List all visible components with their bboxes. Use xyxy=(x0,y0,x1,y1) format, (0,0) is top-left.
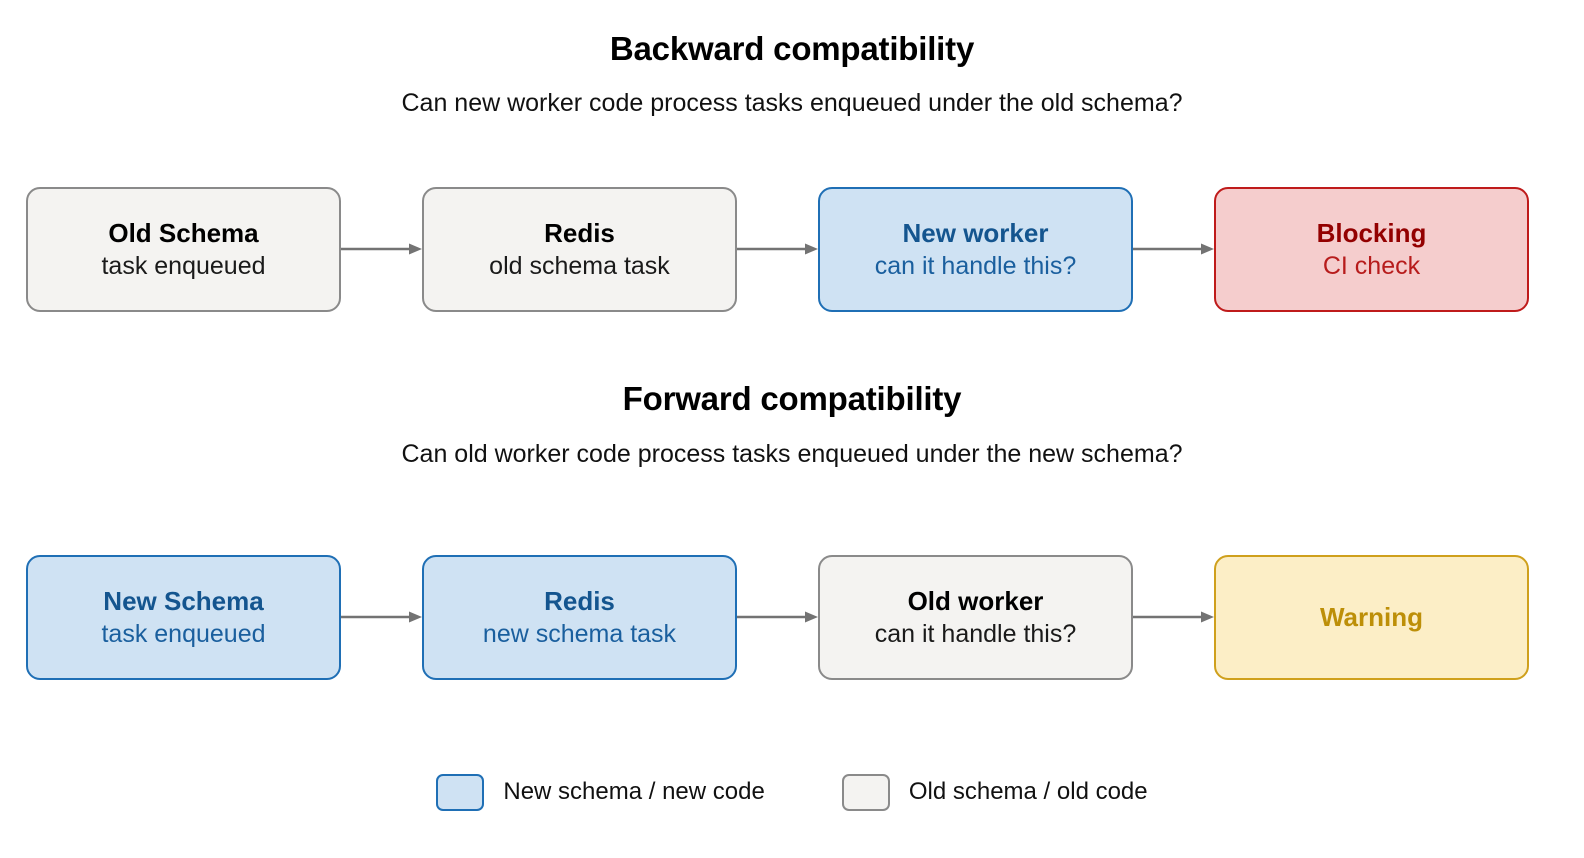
arrow-new-schema-to-redis xyxy=(341,611,422,623)
node-old-worker[interactable]: Old worker can it handle this? xyxy=(818,555,1133,680)
node-blocking-ci-check[interactable]: Blocking CI check xyxy=(1214,187,1529,312)
node-redis-old[interactable]: Redis old schema task xyxy=(422,187,737,312)
legend-item-new: New schema / new code xyxy=(436,773,765,811)
node-redis-new[interactable]: Redis new schema task xyxy=(422,555,737,680)
node-old-worker-title: Old worker xyxy=(907,585,1044,616)
node-new-worker-sub: can it handle this? xyxy=(874,252,1077,281)
legend-swatch-new-icon xyxy=(436,773,485,811)
forward-compatibility-subtitle: Can old worker code process tasks enqueu… xyxy=(401,440,1183,468)
node-redis-new-title: Redis xyxy=(544,585,615,616)
legend-swatch-old-icon xyxy=(841,773,890,811)
node-old-worker-sub: can it handle this? xyxy=(874,620,1077,649)
forward-compatibility-flow: New Schema task enqueued Redis new schem… xyxy=(0,555,1584,685)
node-redis-old-sub: old schema task xyxy=(489,252,670,281)
legend-label-new: New schema / new code xyxy=(503,778,765,805)
legend-label-old: Old schema / old code xyxy=(908,778,1148,805)
node-old-schema-sub: task enqueued xyxy=(101,252,266,281)
forward-compatibility-title: Forward compatibility xyxy=(622,380,962,417)
backward-compatibility-flow: Old Schema task enqueued Redis old schem… xyxy=(0,187,1584,317)
legend: New schema / new code Old schema / old c… xyxy=(0,762,1584,822)
node-new-worker[interactable]: New worker can it handle this? xyxy=(818,187,1133,312)
backward-compatibility-subtitle: Can new worker code process tasks enqueu… xyxy=(401,89,1183,117)
arrow-old-schema-to-redis xyxy=(341,243,422,255)
node-new-schema[interactable]: New Schema task enqueued xyxy=(26,555,341,680)
backward-compatibility-title: Backward compatibility xyxy=(609,30,975,67)
node-new-schema-title: New Schema xyxy=(103,585,264,616)
node-old-schema-title: Old Schema xyxy=(108,217,259,248)
node-new-worker-title: New worker xyxy=(902,217,1049,248)
node-redis-old-title: Redis xyxy=(544,217,615,248)
node-warning-title: Warning xyxy=(1319,602,1424,633)
arrow-redis-to-old-worker xyxy=(737,611,818,623)
node-redis-new-sub: new schema task xyxy=(482,620,677,649)
arrow-redis-to-new-worker xyxy=(737,243,818,255)
arrow-old-worker-to-warning xyxy=(1133,611,1214,623)
node-blocking-sub: CI check xyxy=(1322,252,1421,281)
legend-item-old: Old schema / old code xyxy=(841,773,1148,811)
node-old-schema[interactable]: Old Schema task enqueued xyxy=(26,187,341,312)
node-new-schema-sub: task enqueued xyxy=(101,620,266,649)
node-blocking-title: Blocking xyxy=(1316,217,1427,248)
node-warning[interactable]: Warning xyxy=(1214,555,1529,680)
arrow-new-worker-to-blocking xyxy=(1133,243,1214,255)
